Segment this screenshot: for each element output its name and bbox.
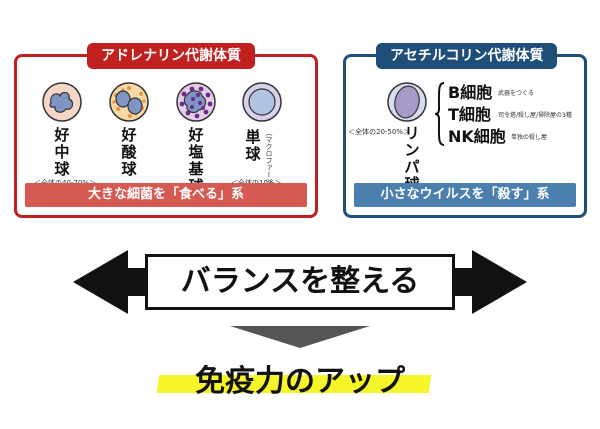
monocyte-icon — [242, 82, 282, 122]
basophil-label: 好塩基球 — [188, 126, 204, 195]
eosinophil-icon — [109, 82, 149, 122]
adrenaline-panel: アドレナリン代謝体質 好中球 ＜全体の40-70%＞ 好酸球 好塩基球 — [14, 43, 318, 218]
b-cell-desc: 武器をつくる — [498, 90, 534, 97]
nk-cell-label: NK細胞 — [448, 127, 506, 146]
acetylcholine-band: 小さなウイルスを「殺す」系 — [354, 183, 576, 207]
monocyte-alias: （マクロファージ） — [265, 129, 273, 192]
eosinophil-label: 好酸球 — [121, 126, 137, 178]
monocyte-label: 単球 — [245, 128, 261, 163]
result-label: 免疫力のアップ — [195, 364, 405, 399]
basophil-icon — [176, 82, 216, 122]
t-cell-desc: 司令塔/殺し屋/掃除屋の3種 — [498, 112, 572, 119]
b-cell-label: B細胞 — [448, 83, 493, 102]
t-cell-label: T細胞 — [448, 105, 491, 124]
acetylcholine-panel: アセチルコリン代謝体質 ＜全体の20-50%＞ リンパ球 B細胞 武器をつくる … — [343, 43, 587, 218]
balance-label: バランスを整える — [145, 254, 455, 310]
adrenaline-panel-title: アドレナリン代謝体質 — [87, 43, 255, 69]
lymphocyte-icon — [387, 82, 427, 122]
acetylcholine-panel-title: アセチルコリン代謝体質 — [376, 43, 558, 69]
lymphocyte-share: ＜全体の20-50%＞ — [348, 128, 410, 136]
down-arrow-icon — [230, 326, 370, 348]
neutrophil-label: 好中球 — [54, 126, 70, 178]
nk-cell-desc: 単独の殺し屋 — [511, 134, 548, 141]
subtype-brace — [434, 82, 445, 146]
neutrophil-icon — [42, 82, 82, 122]
adrenaline-band: 大きな細菌を「食べる」系 — [25, 183, 307, 207]
